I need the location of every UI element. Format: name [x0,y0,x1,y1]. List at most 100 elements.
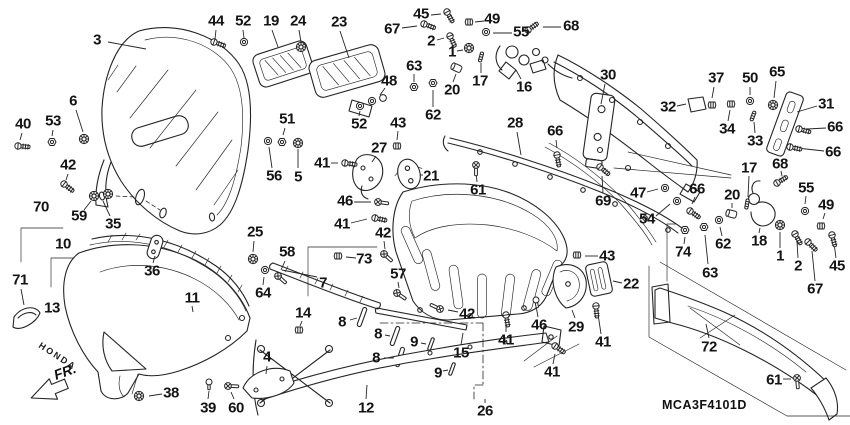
molding-strip-7 [269,262,381,310]
grommet-fastener-icon [463,42,475,54]
cyl-fastener-icon [450,62,463,73]
leader-line-15 [460,332,464,346]
grommet-fastener-icon [133,390,145,402]
leader-line-7 [281,269,318,278]
leader-line-47 [646,188,659,193]
grommet-fastener-icon [247,253,259,265]
leader-line-27 [371,155,377,163]
leader-line-65 [773,80,777,99]
leader-line-3 [107,41,147,50]
leader-line-14 [299,320,303,327]
leader-line-52 [358,110,361,117]
leader-line-56 [268,146,273,169]
leader-line-62 [719,226,723,237]
leader-line-8 [349,317,358,321]
side-garnish-72 [651,283,839,421]
leader-line-33 [753,121,756,134]
washer-fastener-icon [714,215,724,225]
clip-fastener-icon [816,222,826,230]
leader-line-45 [430,13,442,16]
pin-fastener-icon [477,51,485,63]
leader-line-36 [152,255,156,264]
screw-fastener-icon [793,374,801,390]
leader-line-73 [345,256,357,259]
leader-line-66 [806,127,827,130]
cowl-grille-shell [392,183,568,321]
washer-fastener-icon [481,27,491,37]
leader-line-55 [804,195,807,205]
grommet-fastener-icon [774,219,786,231]
leader-line-63 [704,234,709,265]
nut-fastener-icon [680,226,690,234]
leader-line-57 [397,281,400,289]
ring-fastener-icon [379,94,387,102]
grommet-fastener-icon [88,190,100,202]
bolt-fastener-icon [596,163,611,177]
pointer-wedges [523,151,732,368]
pin-fastener-icon [744,198,750,210]
leader-line-71 [20,288,25,306]
leader-line-51 [282,127,286,136]
leader-line-29 [571,309,576,319]
leader-line-23 [339,30,350,59]
leader-lines-layer [19,13,837,403]
mirror-stay-16 [495,45,573,80]
leader-line-4 [265,365,268,375]
leader-line-11 [191,305,194,313]
bolt-fastener-icon [791,230,803,246]
leader-line-19 [271,29,279,48]
clip-fastener-icon [572,251,582,259]
cyl-fastener-icon [725,208,738,219]
leader-line-67 [401,25,418,29]
wing-emblem [12,307,41,329]
fr-label: FR. [52,360,79,383]
leader-line-42 [65,173,69,181]
grommet-fastener-icon [78,133,90,145]
washer-fastener-icon [263,136,273,146]
washer-fastener-icon [672,196,682,206]
frame-stay-30 [553,54,701,203]
leader-line-37 [711,86,715,99]
boundary-26-dashdot [379,322,484,400]
leader-line-2 [436,37,445,41]
leader-line-44 [214,29,217,40]
washer-fastener-icon [745,96,755,106]
vent-louver-19 [252,40,314,88]
leader-line-6 [75,109,84,133]
leader-line-48 [379,87,386,96]
bolt-fastener-icon [592,302,600,319]
leader-line-54 [655,203,671,217]
grommet-fastener-icon [295,41,307,53]
leader-line-72 [705,323,710,339]
screw-fastener-icon [274,272,287,285]
leader-line-32 [676,103,687,107]
leader-line-2 [796,240,799,259]
washer-fastener-icon [260,265,270,275]
leader-line-9 [442,369,449,372]
screw-fastener-icon [380,250,393,263]
leader-line-49 [474,20,485,23]
leader-line-42 [383,240,386,250]
washer-fastener-icon [367,96,377,106]
screw-fastener-icon [472,161,480,177]
screw-fastener-icon [393,289,407,301]
leader-line-67 [811,250,816,282]
bolt-fastener-icon [341,159,358,168]
leader-line-16 [515,69,522,80]
screw-fastener-icon [374,198,390,206]
group-bracket-lines [20,223,677,297]
clip-fastener-icon [392,142,402,150]
plate-22 [585,261,613,297]
bolt-fastener-icon [210,38,227,49]
latch-18 [747,180,776,227]
bracket-4-hole2 [279,376,285,382]
clip-fastener-icon [464,18,474,26]
leader-line-24 [298,29,302,43]
fasteners-layer [14,8,838,402]
leader-line-39 [207,390,210,400]
bolt-fastener-icon [420,20,437,31]
clip-fastener-icon [726,100,736,108]
leader-line-40 [19,132,23,141]
bolt-fastener-icon [795,125,812,135]
